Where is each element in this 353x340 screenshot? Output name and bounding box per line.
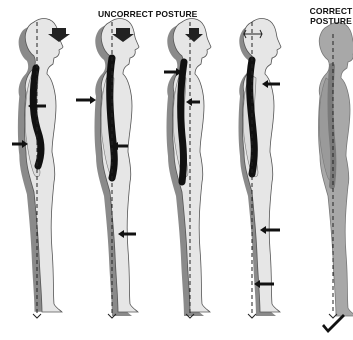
correct-title-line2: POSTURE [308,16,353,26]
posture-figure-5 [319,23,353,318]
correct-posture-title: CORRECT POSTURE [308,6,353,26]
incorrect-posture-title: UNCORRECT POSTURE [98,9,197,19]
posture-figure-1 [12,19,70,318]
posture-figure-4 [239,19,282,318]
correct-title-line1: CORRECT [308,6,353,16]
posture-figure-2 [76,19,139,318]
posture-figure-3 [164,19,211,318]
